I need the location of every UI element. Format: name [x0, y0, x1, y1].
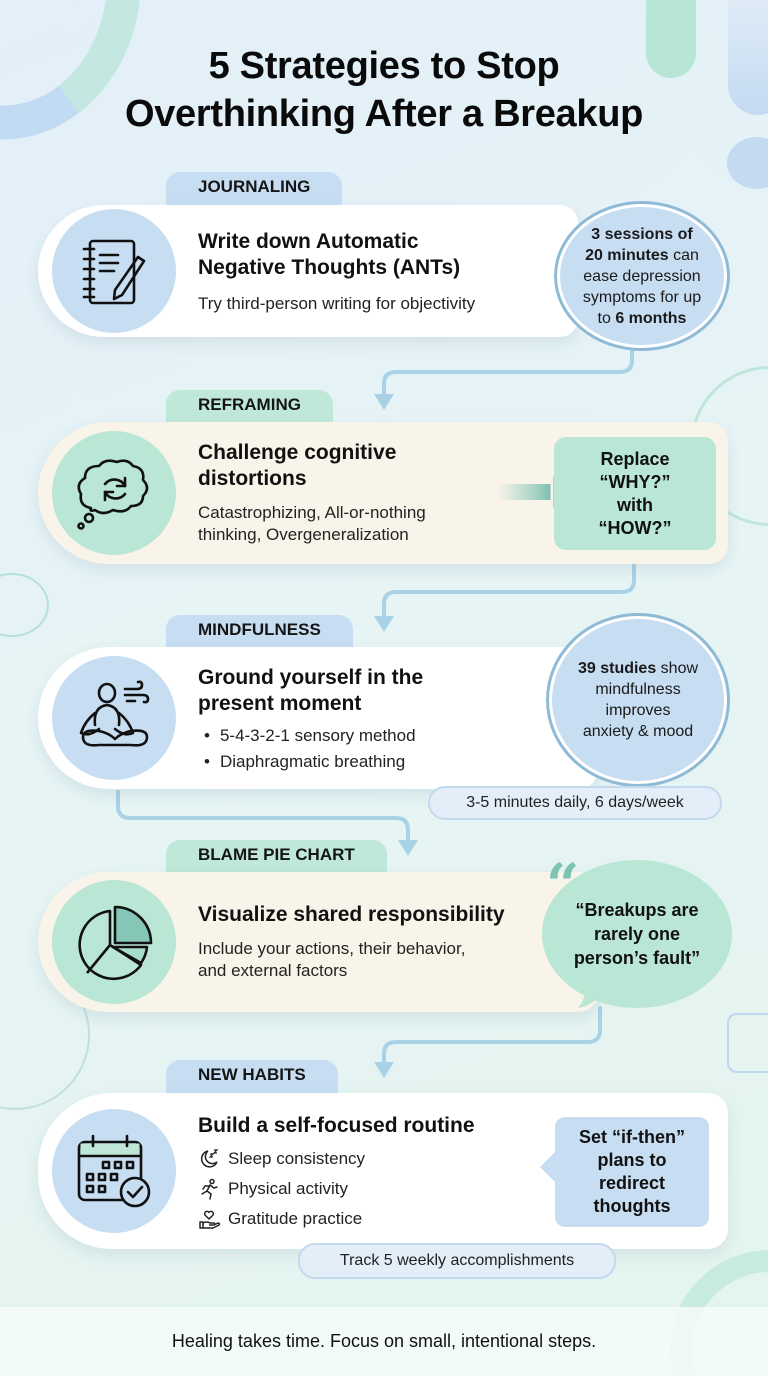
title-line-1: 5 Strategies to Stop: [208, 45, 560, 87]
card-subtitle: Include your actions, their behavior,and…: [198, 939, 466, 980]
calendar-check-icon: [52, 1109, 176, 1233]
list-item: Diaphragmatic breathing: [198, 749, 416, 775]
mindfulness-frequency-note: 3-5 minutes daily, 6 days/week: [428, 786, 722, 820]
page-title: 5 Strategies to Stop Overthinking After …: [0, 42, 768, 138]
pie-chart-icon: [52, 880, 176, 1004]
technique-list: 5-4-3-2-1 sensory method Diaphragmatic b…: [198, 723, 416, 775]
callout-pointer: [540, 1149, 558, 1185]
thought-cloud-refresh-icon: [52, 431, 176, 555]
card-title: Visualize shared responsibility: [198, 903, 505, 926]
stat-callout-mindfulness: 39 studies show mindfulness improves anx…: [549, 616, 727, 784]
moon-sleep-icon: [200, 1149, 219, 1168]
decorative-circle: [727, 137, 768, 189]
title-line-2: Overthinking After a Breakup: [124, 93, 644, 135]
card-subtitle: Try third-person writing for objectivity: [198, 294, 476, 313]
reframe-tip-box: Replace “WHY?” with “HOW?”: [554, 437, 716, 550]
list-item: Sleep consistency: [198, 1144, 365, 1174]
decorative-rect: [727, 1013, 768, 1073]
decorative-pill-green: [646, 0, 696, 78]
strategy-card-blame-pie: Visualize shared responsibility Include …: [38, 872, 598, 1012]
accomplishments-note: Track 5 weekly accomplishments: [298, 1243, 616, 1279]
quote-bubble: “Breakups are rarely one person’s fault”: [542, 860, 732, 1008]
running-icon: [201, 1178, 218, 1200]
if-then-tip-box: Set “if-then” plans to redirect thoughts: [555, 1117, 709, 1227]
quote-mark-icon: “: [546, 851, 580, 919]
decorative-pill-blue: [728, 0, 768, 115]
list-item: Physical activity: [198, 1174, 365, 1204]
habit-list: Sleep consistency Physical activity Grat…: [198, 1144, 365, 1234]
card-title: Build a self-focused routine: [198, 1114, 475, 1137]
notebook-pen-icon: [52, 209, 176, 333]
stat-callout-journaling: 3 sessions of 20 minutes can ease depres…: [557, 204, 727, 348]
footer-message: Healing takes time. Focus on small, inte…: [0, 1307, 768, 1376]
heart-hand-icon: [199, 1210, 220, 1229]
meditation-breath-icon: [52, 656, 176, 780]
list-item: Gratitude practice: [198, 1204, 365, 1234]
list-item: 5-4-3-2-1 sensory method: [198, 723, 416, 749]
